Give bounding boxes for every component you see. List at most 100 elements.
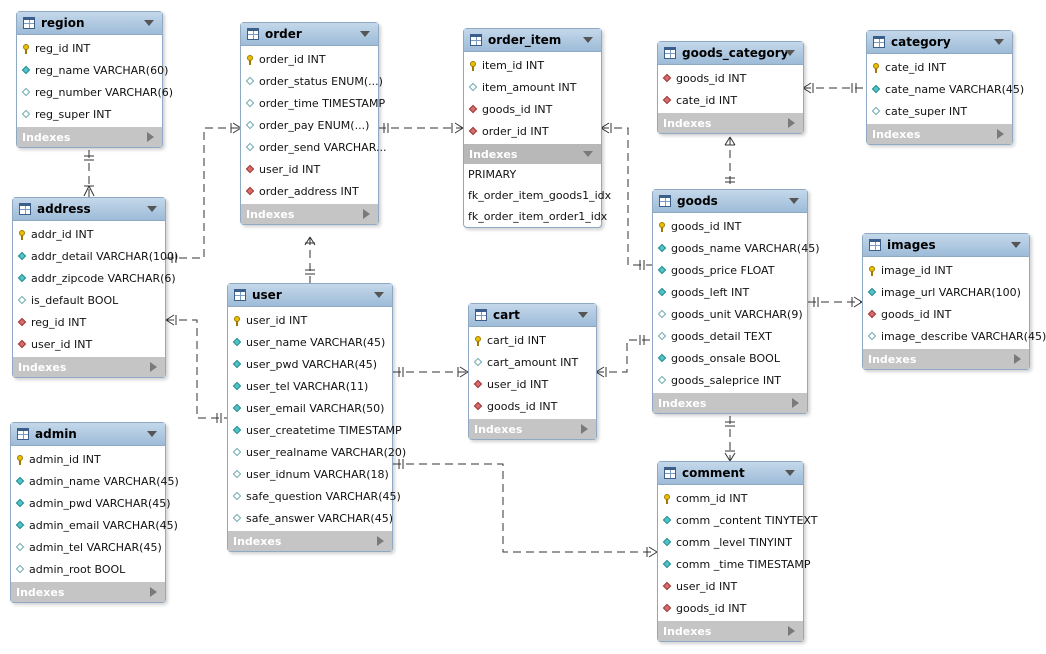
expand-arrow-icon[interactable] (788, 626, 795, 636)
column-row[interactable]: is_default BOOL (13, 289, 165, 311)
column-row[interactable]: goods_left INT (653, 281, 807, 303)
column-row[interactable]: order_id INT (241, 48, 378, 70)
column-row[interactable]: user_tel VARCHAR(11) (228, 375, 392, 397)
table-header[interactable]: comment (658, 462, 803, 485)
index-item[interactable]: fk_order_item_goods1_idx (468, 189, 612, 202)
index-item[interactable]: fk_order_item_order1_idx (468, 210, 608, 223)
column-row[interactable]: cate_super INT (867, 100, 1012, 122)
column-row[interactable]: user_id INT (469, 373, 596, 395)
indexes-bar[interactable]: Indexes (863, 349, 1029, 369)
column-row[interactable]: user_name VARCHAR(45) (228, 331, 392, 353)
column-row[interactable]: reg_id INT (13, 311, 165, 333)
column-row[interactable]: goods_detail TEXT (653, 325, 807, 347)
column-row[interactable]: goods_unit VARCHAR(9) (653, 303, 807, 325)
table-user[interactable]: user user_id INT user_name VARCHAR(45) u… (227, 283, 406, 552)
column-row[interactable]: cate_id INT (658, 89, 803, 111)
table-header[interactable]: category (867, 31, 1012, 54)
column-row[interactable]: goods_id INT (464, 98, 601, 120)
column-row[interactable]: admin_tel VARCHAR(45) (11, 536, 165, 558)
column-row[interactable]: order_id INT (464, 120, 601, 142)
collapse-arrow-icon[interactable] (583, 37, 593, 43)
collapse-arrow-icon[interactable] (360, 31, 370, 37)
column-row[interactable]: addr_zipcode VARCHAR(6) (13, 267, 176, 289)
table-header[interactable]: images (863, 234, 1029, 257)
column-row[interactable]: comm_id INT (658, 487, 803, 509)
column-row[interactable]: goods_price FLOAT (653, 259, 807, 281)
column-row[interactable]: image_url VARCHAR(100) (863, 281, 1029, 303)
expand-arrow-icon[interactable] (581, 424, 588, 434)
column-row[interactable]: user_id INT (241, 158, 378, 180)
expand-arrow-icon[interactable] (150, 362, 157, 372)
column-row[interactable]: order_status ENUM(...) (241, 70, 383, 92)
column-row[interactable]: cate_name VARCHAR(45) (867, 78, 1024, 100)
column-row[interactable]: comm _content TINYTEXT (658, 509, 817, 531)
indexes-bar[interactable]: Indexes (241, 204, 378, 224)
table-admin[interactable]: admin admin_id INT admin_name VARCHAR(45… (10, 422, 179, 603)
column-row[interactable]: admin_root BOOL (11, 558, 165, 580)
table-region[interactable]: region reg_id INT reg_name VARCHAR(60) r… (16, 11, 173, 148)
column-row[interactable]: image_id INT (863, 259, 1029, 281)
expand-arrow-icon[interactable] (363, 209, 370, 219)
index-item[interactable]: PRIMARY (468, 168, 517, 181)
table-category[interactable]: category cate_id INT cate_name VARCHAR(4… (866, 30, 1024, 145)
column-row[interactable]: order_time TIMESTAMP (241, 92, 385, 114)
column-row[interactable]: order_send VARCHAR... (241, 136, 386, 158)
table-address[interactable]: address addr_id INT addr_detail VARCHAR(… (12, 197, 178, 378)
table-goods[interactable]: goods goods_id INT goods_name VARCHAR(45… (652, 189, 820, 414)
column-row[interactable]: comm _time TIMESTAMP (658, 553, 810, 575)
table-goods-category[interactable]: goods_category goods_id INT cate_id INT … (657, 41, 804, 134)
column-row[interactable]: user_id INT (658, 575, 803, 597)
column-row[interactable]: item_id INT (464, 54, 601, 76)
table-header[interactable]: user (228, 284, 392, 307)
indexes-bar[interactable]: Indexes (464, 144, 601, 164)
column-row[interactable]: user_id INT (13, 333, 165, 355)
column-row[interactable]: user_createtime TIMESTAMP (228, 419, 402, 441)
expand-arrow-icon[interactable] (377, 536, 384, 546)
collapse-arrow-icon[interactable] (785, 50, 795, 56)
column-row[interactable]: admin_id INT (11, 448, 165, 470)
collapse-arrow-icon[interactable] (147, 206, 157, 212)
table-header[interactable]: cart (469, 304, 596, 327)
column-row[interactable]: goods_onsale BOOL (653, 347, 807, 369)
indexes-bar[interactable]: Indexes (658, 621, 803, 641)
table-header[interactable]: order_item (464, 29, 601, 52)
column-row[interactable]: image_describe VARCHAR(45) (863, 325, 1046, 347)
indexes-bar[interactable]: Indexes (11, 582, 165, 602)
column-row[interactable]: reg_number VARCHAR(6) (17, 81, 173, 103)
expand-arrow-icon[interactable] (792, 398, 799, 408)
column-row[interactable]: addr_id INT (13, 223, 165, 245)
indexes-bar[interactable]: Indexes (867, 124, 1012, 144)
collapse-arrow-icon[interactable] (147, 431, 157, 437)
collapse-arrow-icon[interactable] (578, 312, 588, 318)
column-row[interactable]: reg_id INT (17, 37, 162, 59)
column-row[interactable]: goods_id INT (863, 303, 1029, 325)
expand-arrow-icon[interactable] (997, 129, 1004, 139)
column-row[interactable]: cate_id INT (867, 56, 1012, 78)
collapse-arrow-icon[interactable] (374, 292, 384, 298)
column-row[interactable]: admin_email VARCHAR(45) (11, 514, 178, 536)
column-row[interactable]: user_idnum VARCHAR(18) (228, 463, 392, 485)
column-row[interactable]: goods_id INT (469, 395, 596, 417)
column-row[interactable]: reg_super INT (17, 103, 162, 125)
column-row[interactable]: user_email VARCHAR(50) (228, 397, 392, 419)
indexes-bar[interactable]: Indexes (653, 393, 807, 413)
column-row[interactable]: safe_question VARCHAR(45) (228, 485, 401, 507)
column-row[interactable]: user_id INT (228, 309, 392, 331)
expand-arrow-icon[interactable] (147, 132, 154, 142)
collapse-arrow-icon[interactable] (789, 198, 799, 204)
column-row[interactable]: goods_id INT (658, 67, 803, 89)
column-row[interactable]: goods_id INT (658, 597, 803, 619)
indexes-bar[interactable]: Indexes (469, 419, 596, 439)
indexes-bar[interactable]: Indexes (228, 531, 392, 551)
expand-arrow-icon[interactable] (150, 587, 157, 597)
collapse-arrow-icon[interactable] (583, 151, 593, 157)
column-row[interactable]: order_pay ENUM(...) (241, 114, 378, 136)
table-order-item[interactable]: order_item item_id INT item_amount INT g… (463, 28, 612, 228)
table-header[interactable]: address (13, 198, 165, 221)
indexes-bar[interactable]: Indexes (658, 113, 803, 133)
column-row[interactable]: admin_name VARCHAR(45) (11, 470, 179, 492)
table-order[interactable]: order order_id INT order_status ENUM(...… (240, 22, 386, 225)
column-row[interactable]: order_address INT (241, 180, 378, 202)
collapse-arrow-icon[interactable] (994, 39, 1004, 45)
expand-arrow-icon[interactable] (788, 118, 795, 128)
